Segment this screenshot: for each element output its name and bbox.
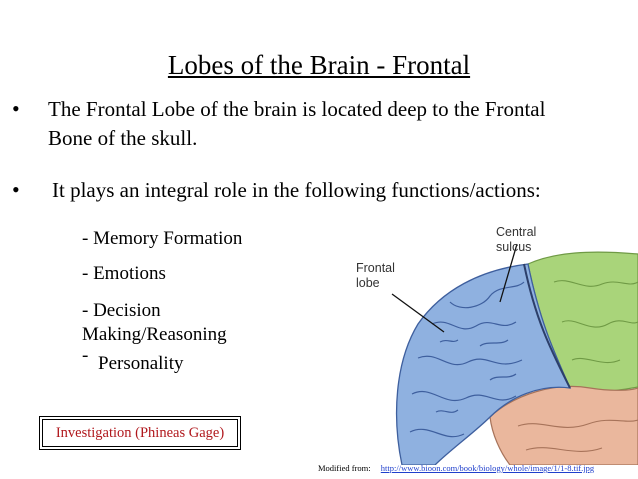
frontal-lobe-label-1: Frontal: [356, 261, 395, 275]
central-sulcus-label-2: sulcus: [496, 240, 531, 254]
bullet-dot-2: •: [12, 177, 20, 202]
frontal-lobe: [395, 263, 572, 465]
central-sulcus-label-1: Central: [496, 225, 536, 239]
bullet-location: The Frontal Lobe of the brain is located…: [48, 97, 546, 150]
bullet-dot-1: •: [12, 96, 20, 121]
bullet-functions: It plays an integral role in the followi…: [52, 178, 541, 202]
function-personality: Personality: [98, 353, 184, 374]
slide-title: Lobes of the Brain - Frontal: [167, 50, 471, 80]
function-making-reasoning: Making/Reasoning: [82, 324, 227, 345]
credit-link[interactable]: http://www.bioon.com/book/biology/whole/…: [380, 463, 595, 473]
brain-diagram: Frontal lobe Central sulcus: [356, 225, 638, 465]
investigation-box: Investigation (Phineas Gage): [39, 416, 241, 450]
function-dash: -: [82, 345, 89, 366]
credit-prefix: Modified from:: [318, 463, 371, 473]
frontal-lobe-label-2: lobe: [356, 276, 380, 290]
image-credit: Modified from: http://www.bioon.com/book…: [318, 463, 594, 473]
function-memory: - Memory Formation: [82, 228, 243, 249]
temporal-lobe: [489, 385, 638, 465]
function-emotions: - Emotions: [82, 263, 166, 284]
function-decision: - Decision: [82, 300, 161, 321]
